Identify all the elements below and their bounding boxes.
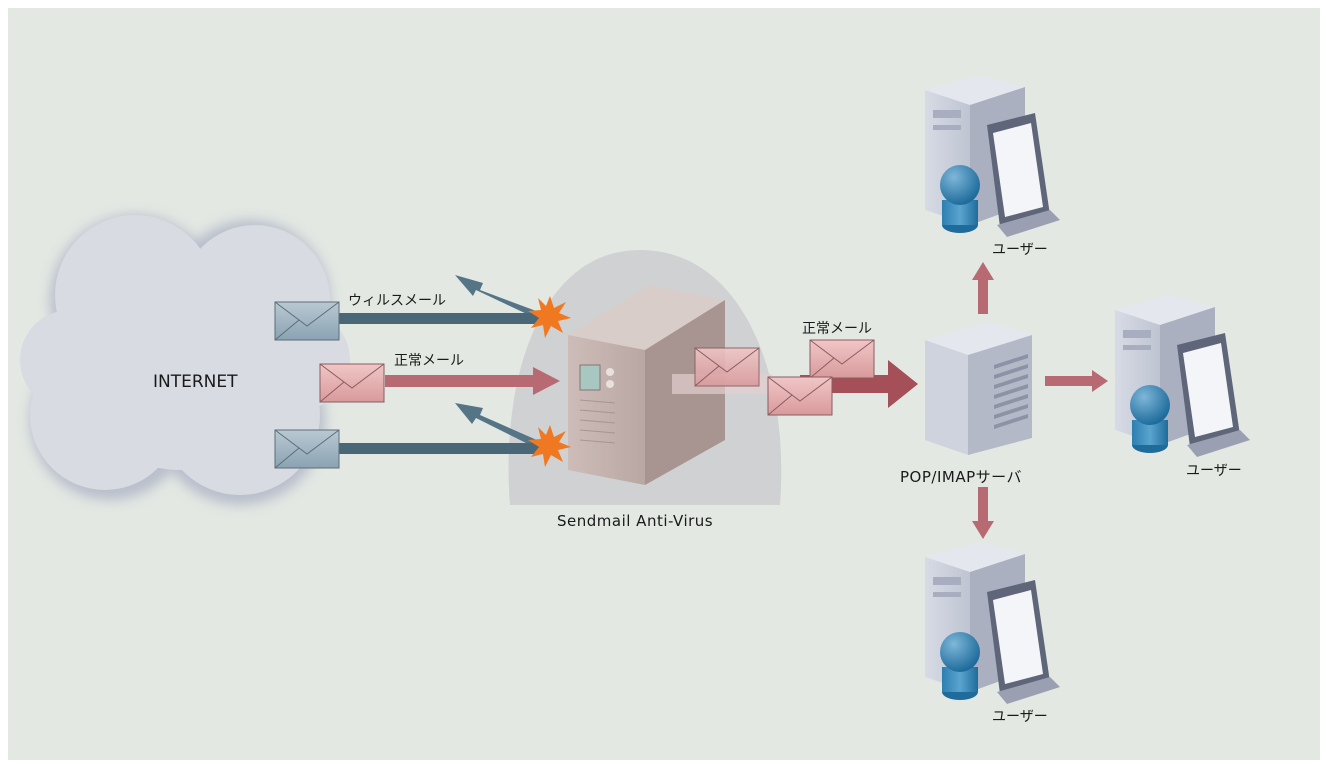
virus-burst-top	[528, 296, 571, 338]
virus-mail-flows	[335, 313, 550, 454]
user-computer-top	[925, 75, 1060, 237]
pop-server-label: POP/IMAPサーバ	[900, 468, 1022, 486]
normal-mail-flow-in	[385, 367, 560, 395]
user-computer-right	[1115, 295, 1250, 457]
user-computer-bottom	[925, 542, 1060, 704]
envelope-virus-top	[274, 301, 340, 341]
virus-mail-label: ウィルスメール	[348, 293, 446, 309]
envelope-normal-out-1	[809, 339, 875, 379]
envelope-normal-left	[319, 363, 385, 403]
envelope-virus-bottom	[274, 429, 340, 469]
virus-bounce-arrows	[455, 275, 555, 455]
user-label-bottom: ユーザー	[992, 709, 1048, 725]
normal-mail-label-right: 正常メール	[802, 321, 872, 337]
pop-imap-server	[925, 322, 1032, 455]
user-label-top: ユーザー	[992, 242, 1048, 258]
envelope-normal-out-2	[767, 376, 833, 416]
virus-burst-bottom	[528, 425, 571, 467]
diagram-canvas: INTERNET ウィルスメール 正常メール 正常メール Sendmail An…	[8, 8, 1320, 760]
envelope-normal-dome	[694, 347, 760, 387]
antivirus-label: Sendmail Anti-Virus	[557, 512, 714, 530]
internet-label: INTERNET	[153, 372, 238, 392]
arrows-to-users	[972, 262, 1108, 539]
user-label-right: ユーザー	[1186, 463, 1242, 479]
normal-mail-label-left: 正常メール	[394, 353, 464, 369]
